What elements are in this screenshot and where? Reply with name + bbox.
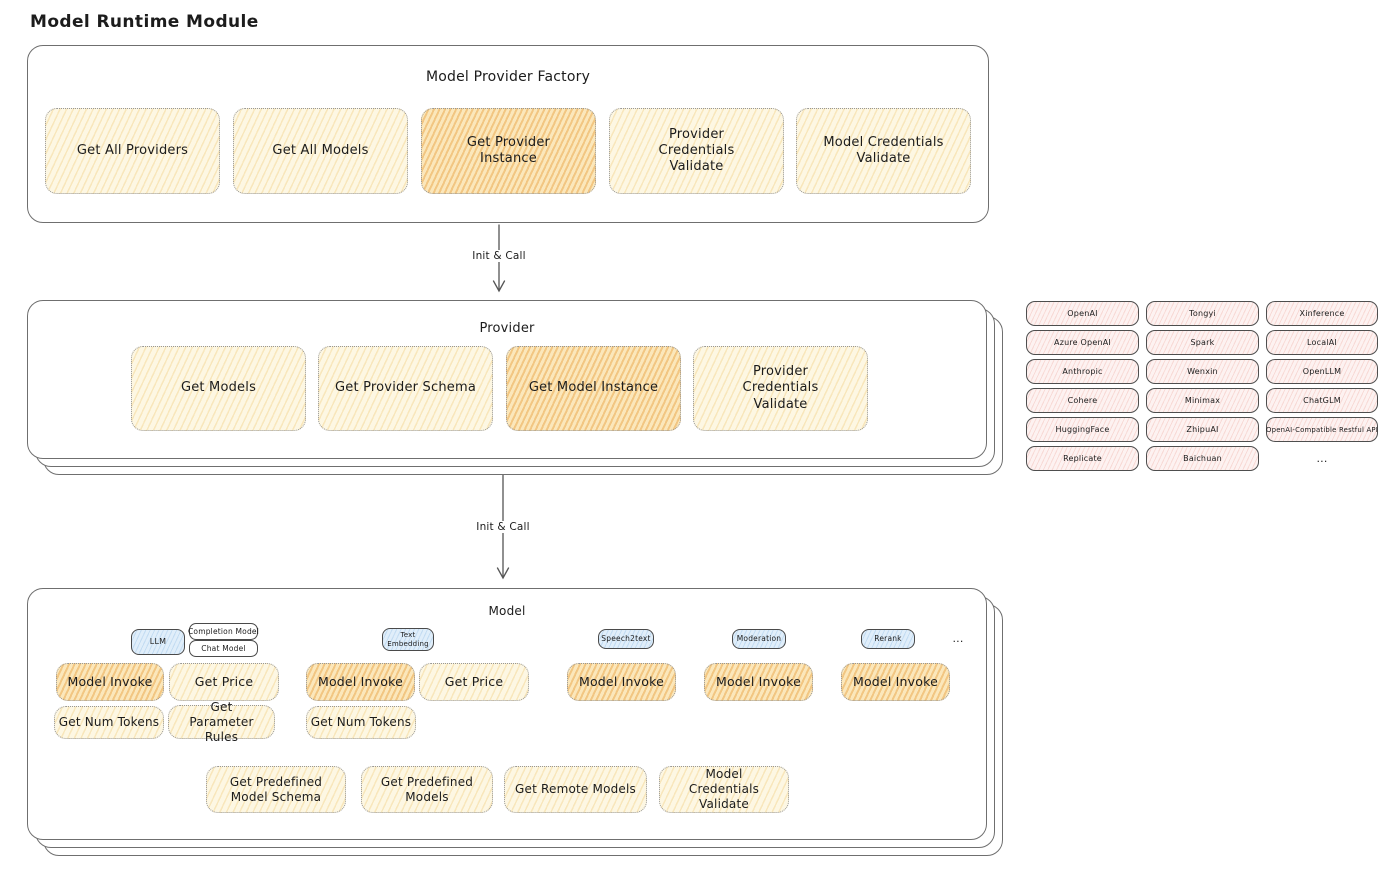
provider-pill-huggingface: HuggingFace	[1026, 417, 1139, 442]
provider-pill-minimax: Minimax	[1146, 388, 1259, 413]
op-speech2text-model-invoke: Model Invoke	[567, 663, 676, 701]
op-rerank-model-invoke: Model Invoke	[841, 663, 950, 701]
op-provider-credentials-validate-2: Provider Credentials Validate	[693, 346, 868, 431]
tab-speech2text: Speech2text	[598, 629, 654, 649]
tab-text-embedding: Text Embedding	[382, 628, 434, 651]
factory-title: Model Provider Factory	[425, 69, 591, 85]
arrow-1-head	[492, 280, 506, 293]
provider-pill-chatglm: ChatGLM	[1266, 388, 1378, 413]
op-get-all-providers: Get All Providers	[45, 108, 220, 194]
provider-pill-openllm: OpenLLM	[1266, 359, 1378, 384]
op-llm-model-invoke: Model Invoke	[56, 663, 164, 701]
op-get-models: Get Models	[131, 346, 306, 431]
op-llm-get-price: Get Price	[169, 663, 279, 701]
op-get-predefined-models: Get Predefined Models	[361, 766, 493, 813]
provider-pill-zhipuai: ZhipuAI	[1146, 417, 1259, 442]
factory-card: Model Provider Factory Get All Providers…	[27, 45, 989, 223]
op-embedding-get-num-tokens: Get Num Tokens	[306, 706, 416, 739]
op-embedding-get-price: Get Price	[419, 663, 529, 701]
init-call-label-1: Init & Call	[467, 250, 531, 262]
provider-pill-tongyi: Tongyi	[1146, 301, 1259, 326]
provider-pill-baichuan: Baichuan	[1146, 446, 1259, 471]
init-call-label-2: Init & Call	[471, 521, 535, 533]
provider-list-ellipsis: ...	[1316, 452, 1328, 465]
op-model-credentials-validate: Model Credentials Validate	[796, 108, 971, 194]
op-get-remote-models: Get Remote Models	[504, 766, 647, 813]
provider-pill-replicate: Replicate	[1026, 446, 1139, 471]
provider-pill-xinference: Xinference	[1266, 301, 1378, 326]
provider-pill-openai-compatible-restful-api: OpenAI-Compatible Restful API	[1266, 417, 1378, 442]
provider-pill-spark: Spark	[1146, 330, 1259, 355]
arrow-2-head	[496, 567, 510, 580]
model-title: Model	[488, 604, 526, 618]
op-provider-credentials-validate: Provider Credentials Validate	[609, 108, 784, 194]
op-get-predefined-model-schema: Get Predefined Model Schema	[206, 766, 346, 813]
op-moderation-model-invoke: Model Invoke	[704, 663, 813, 701]
provider-pill-azure-openai: Azure OpenAI	[1026, 330, 1139, 355]
model-card: Model LLM Completion Model Chat Model Te…	[27, 588, 987, 840]
provider-pill-localai: LocalAI	[1266, 330, 1378, 355]
op-get-all-models: Get All Models	[233, 108, 408, 194]
provider-pill-anthropic: Anthropic	[1026, 359, 1139, 384]
provider-card: Provider Get Models Get Provider Schema …	[27, 300, 987, 459]
page-title: Model Runtime Module	[30, 12, 259, 32]
op-llm-get-parameter-rules: Get Parameter Rules	[168, 700, 275, 744]
tab-moderation: Moderation	[732, 629, 786, 649]
provider-list-grid: OpenAI Tongyi Xinference Azure OpenAI Sp…	[1026, 301, 1379, 471]
op-embedding-model-invoke: Model Invoke	[306, 663, 415, 701]
op-model-credentials-validate-2: Model Credentials Validate	[659, 766, 789, 813]
tab-completion-model: Completion Model	[188, 623, 259, 640]
tab-llm: LLM	[131, 629, 185, 655]
op-get-provider-schema: Get Provider Schema	[318, 346, 493, 431]
tab-chat-model: Chat Model	[189, 640, 258, 657]
op-llm-get-num-tokens: Get Num Tokens	[54, 706, 164, 739]
provider-pill-wenxin: Wenxin	[1146, 359, 1259, 384]
provider-pill-cohere: Cohere	[1026, 388, 1139, 413]
provider-title: Provider	[479, 321, 535, 336]
model-tabs-ellipsis: ...	[952, 631, 964, 645]
op-get-model-instance: Get Model Instance	[506, 346, 681, 431]
tab-rerank: Rerank	[861, 629, 915, 649]
op-get-provider-instance: Get Provider Instance	[421, 108, 596, 194]
provider-pill-openai: OpenAI	[1026, 301, 1139, 326]
